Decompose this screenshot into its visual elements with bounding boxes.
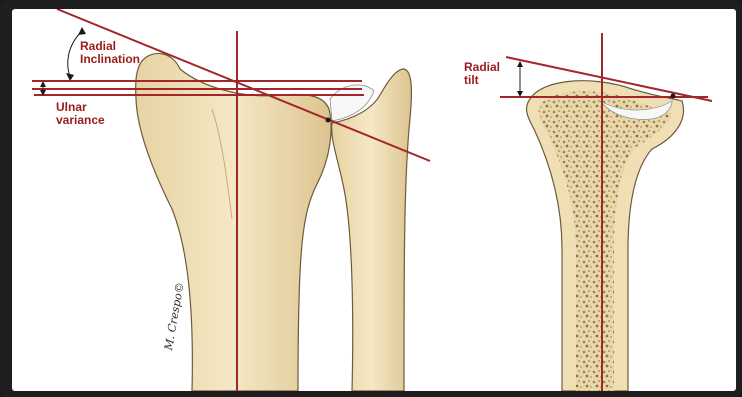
ulnar-variance-label: Ulnar variance xyxy=(56,101,105,127)
arrowhead xyxy=(517,61,523,67)
landmark-dot xyxy=(671,94,676,99)
radial-inclination-label-line2: Inclination xyxy=(80,53,140,66)
radius-spongy-bone xyxy=(538,91,672,391)
arrowhead xyxy=(78,27,86,35)
illustration-panel: Radial Inclination Ulnar variance Radial… xyxy=(12,9,736,391)
landmark-dot xyxy=(326,118,331,123)
ulnar-variance-label-line2: variance xyxy=(56,114,105,127)
radial-tilt-label: Radial tilt xyxy=(464,61,500,87)
arrowhead xyxy=(66,73,74,81)
wrist-bone-diagram xyxy=(12,9,736,391)
radial-tilt-label-line2: tilt xyxy=(464,74,500,87)
radial-inclination-label: Radial Inclination xyxy=(80,40,140,66)
